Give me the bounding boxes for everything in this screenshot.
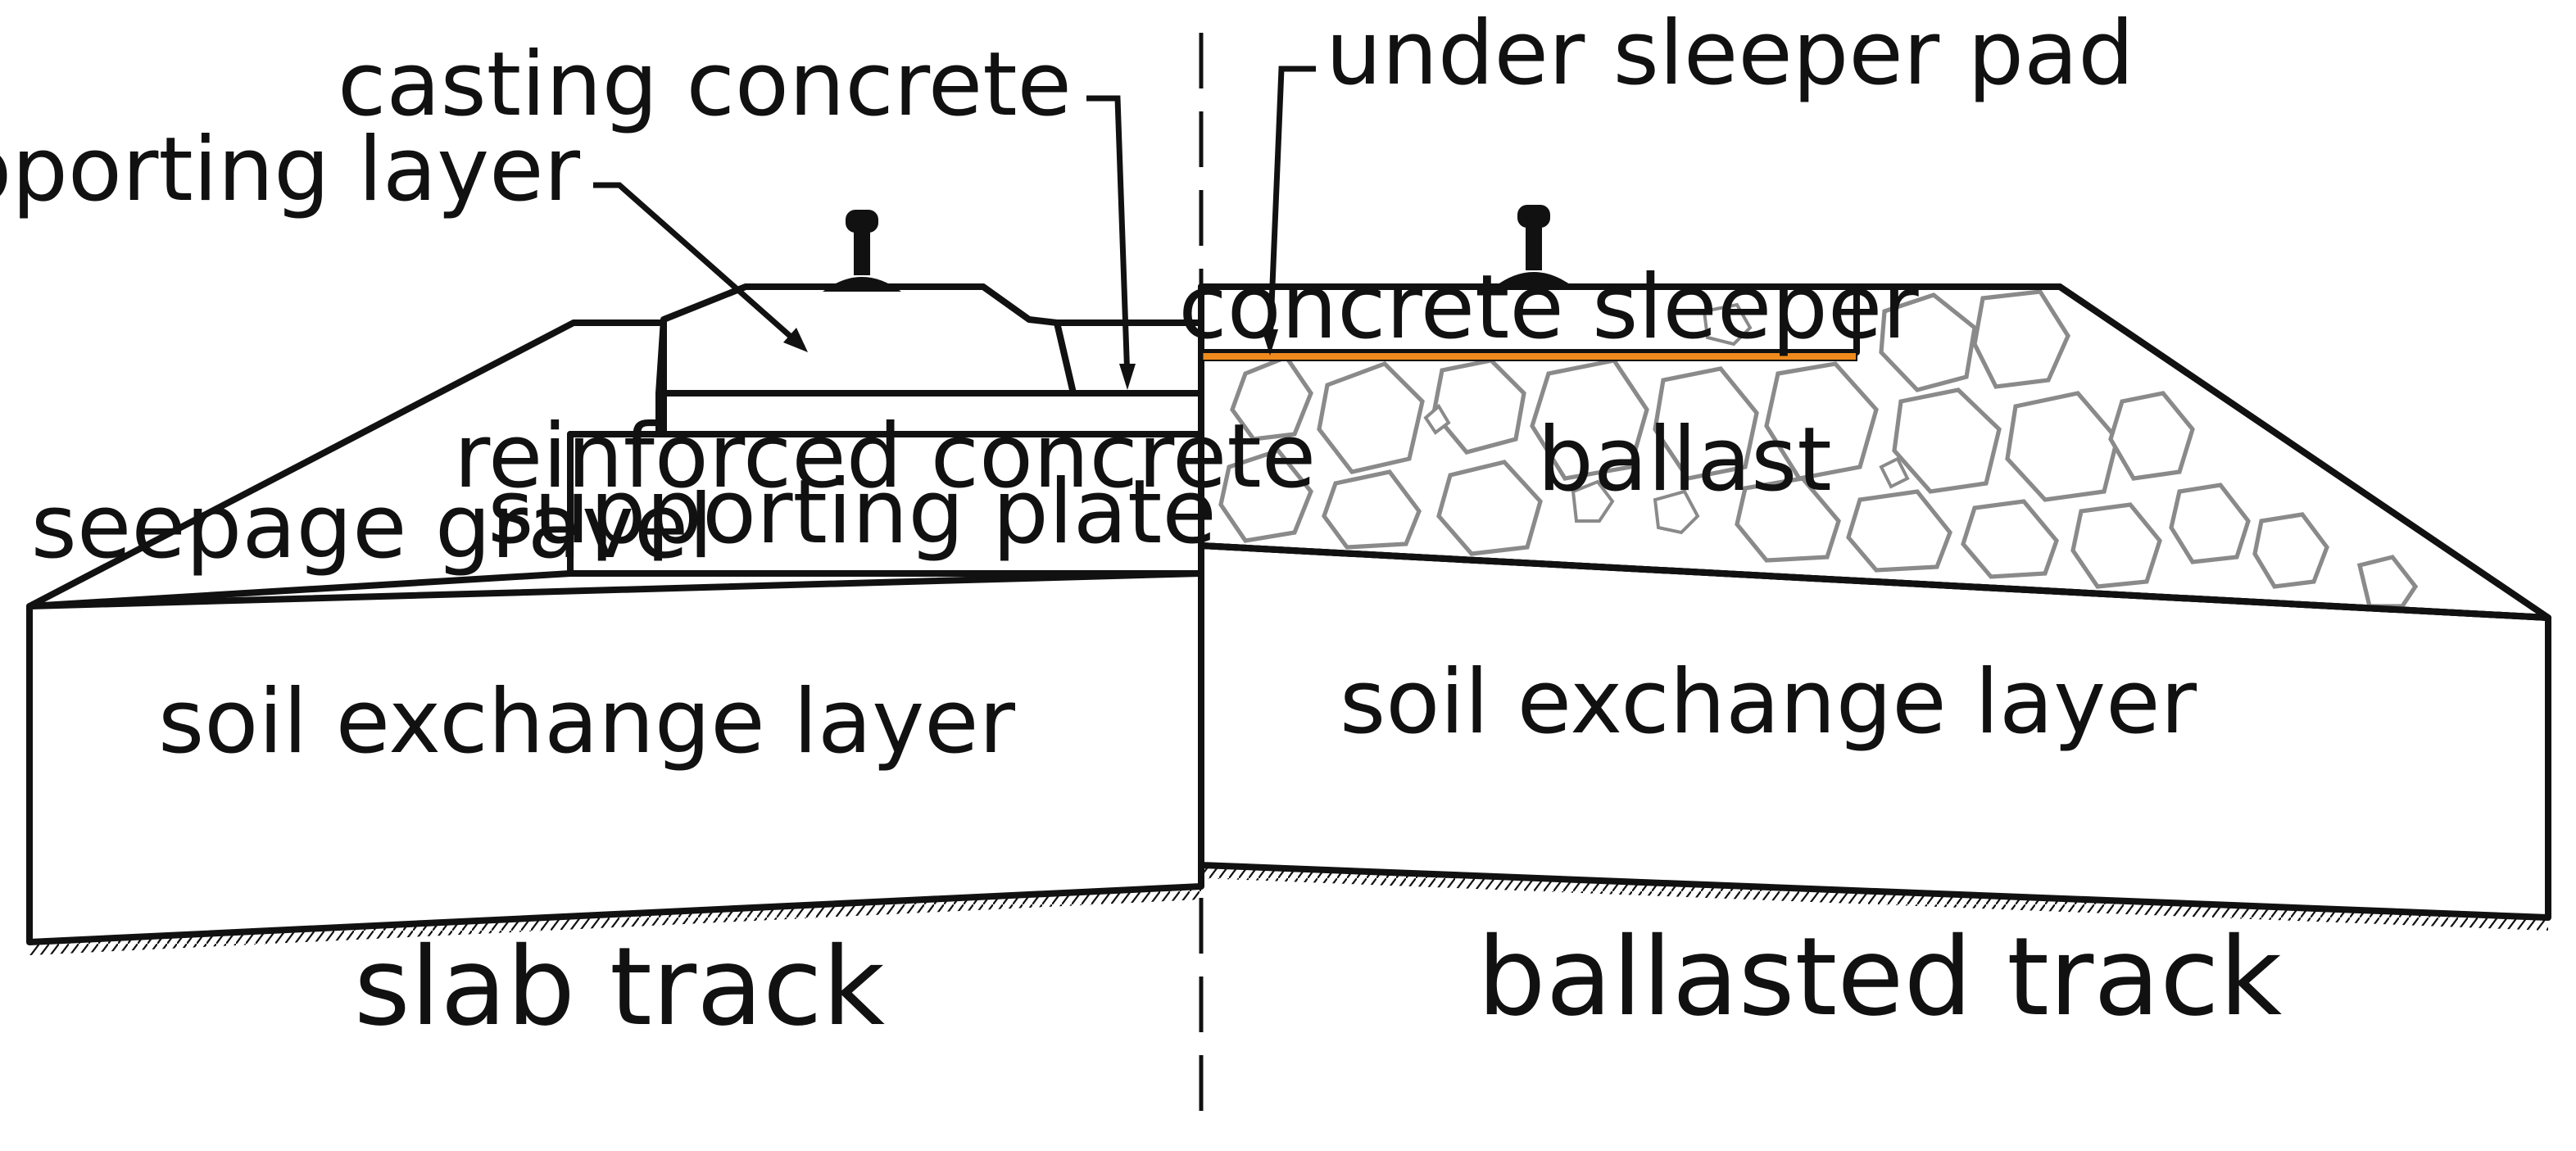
arrowhead-casting-concrete — [1119, 364, 1136, 390]
leader-casting-concrete — [1086, 95, 1131, 381]
leader-under-sleeper-pad — [1267, 66, 1316, 345]
ground-hatch-left — [29, 886, 1201, 955]
label-seepage-gravel: seepage gravel — [31, 476, 714, 578]
leader-track-supporting-layer — [593, 182, 805, 350]
label-ballast: ballast — [1537, 409, 1832, 511]
ground-hatch-right — [1201, 865, 2548, 931]
label-concrete-sleeper: concrete sleeper — [1178, 256, 1919, 359]
track-supporting-layer — [655, 283, 1077, 397]
label-supporting-plate: supporting plate — [488, 461, 1217, 564]
label-soil-exchange-right: soil exchange layer — [1340, 651, 2197, 754]
rail-left-icon — [823, 210, 901, 292]
label-soil-exchange-left: soil exchange layer — [158, 671, 1016, 773]
rail-right-icon — [1494, 205, 1573, 287]
caption-slab-track: slab track — [354, 924, 886, 1050]
label-track-supporting-layer: track supporting layer — [0, 119, 581, 221]
label-under-sleeper-pad: under sleeper pad — [1326, 2, 2134, 105]
arrowhead-track-supporting-layer — [783, 328, 808, 352]
label-reinforced-concrete: reinforced concrete — [454, 406, 1316, 508]
label-casting-concrete: casting concrete — [338, 34, 1072, 136]
arrowhead-under-sleeper-pad — [1262, 329, 1278, 356]
ballast-stones — [1218, 289, 2419, 609]
caption-ballasted-track: ballasted track — [1477, 914, 2283, 1040]
